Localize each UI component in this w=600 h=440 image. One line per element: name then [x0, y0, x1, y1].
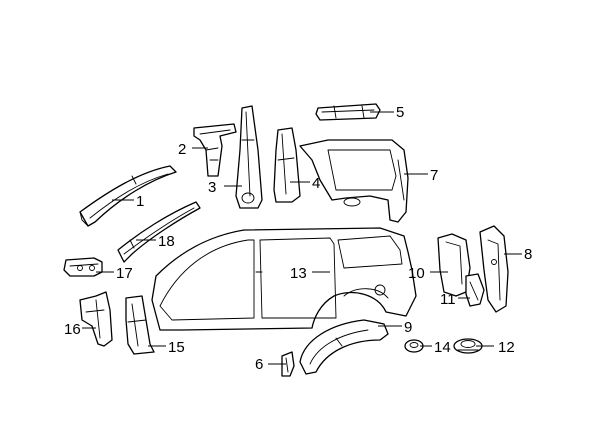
callout-13[interactable]: 13	[290, 265, 307, 282]
part-12-cover[interactable]	[453, 338, 483, 354]
callout-18[interactable]: 18	[158, 233, 175, 250]
callout-3[interactable]: 3	[208, 179, 216, 196]
callout-16[interactable]: 16	[64, 321, 81, 338]
callout-6[interactable]: 6	[255, 356, 263, 373]
part-10-pillar[interactable]	[437, 233, 471, 297]
part-16-hinge-pillar[interactable]	[79, 291, 113, 347]
part-13-body-side[interactable]	[151, 227, 417, 331]
callout-10[interactable]: 10	[408, 265, 425, 282]
part-11-reinforcement[interactable]	[465, 273, 485, 307]
callout-8[interactable]: 8	[524, 246, 532, 263]
callout-4[interactable]: 4	[312, 175, 320, 192]
part-4-pillar[interactable]	[273, 127, 301, 203]
part-2-bracket[interactable]	[193, 123, 237, 177]
callout-15[interactable]: 15	[168, 339, 185, 356]
part-5-roof-rail[interactable]	[315, 103, 381, 121]
part-9-wheelhouse[interactable]	[299, 319, 389, 375]
part-15-rocker[interactable]	[125, 295, 155, 355]
callout-9[interactable]: 9	[404, 319, 412, 336]
part-3-pillar[interactable]	[235, 105, 263, 209]
part-7-quarter-frame[interactable]	[299, 139, 409, 223]
part-6-bracket[interactable]	[281, 351, 295, 377]
callout-12[interactable]: 12	[498, 339, 515, 356]
callout-11[interactable]: 11	[440, 291, 456, 308]
part-17-bracket[interactable]	[63, 257, 103, 277]
callout-7[interactable]: 7	[430, 167, 438, 184]
callout-1[interactable]: 1	[136, 193, 144, 210]
callout-5[interactable]: 5	[396, 104, 404, 121]
callout-14[interactable]: 14	[434, 339, 451, 356]
part-1-rail[interactable]	[79, 165, 177, 227]
part-18-rail[interactable]	[117, 201, 201, 263]
callout-2[interactable]: 2	[178, 141, 186, 158]
callout-17[interactable]: 17	[116, 265, 133, 282]
part-8-d-pillar[interactable]	[479, 225, 509, 313]
